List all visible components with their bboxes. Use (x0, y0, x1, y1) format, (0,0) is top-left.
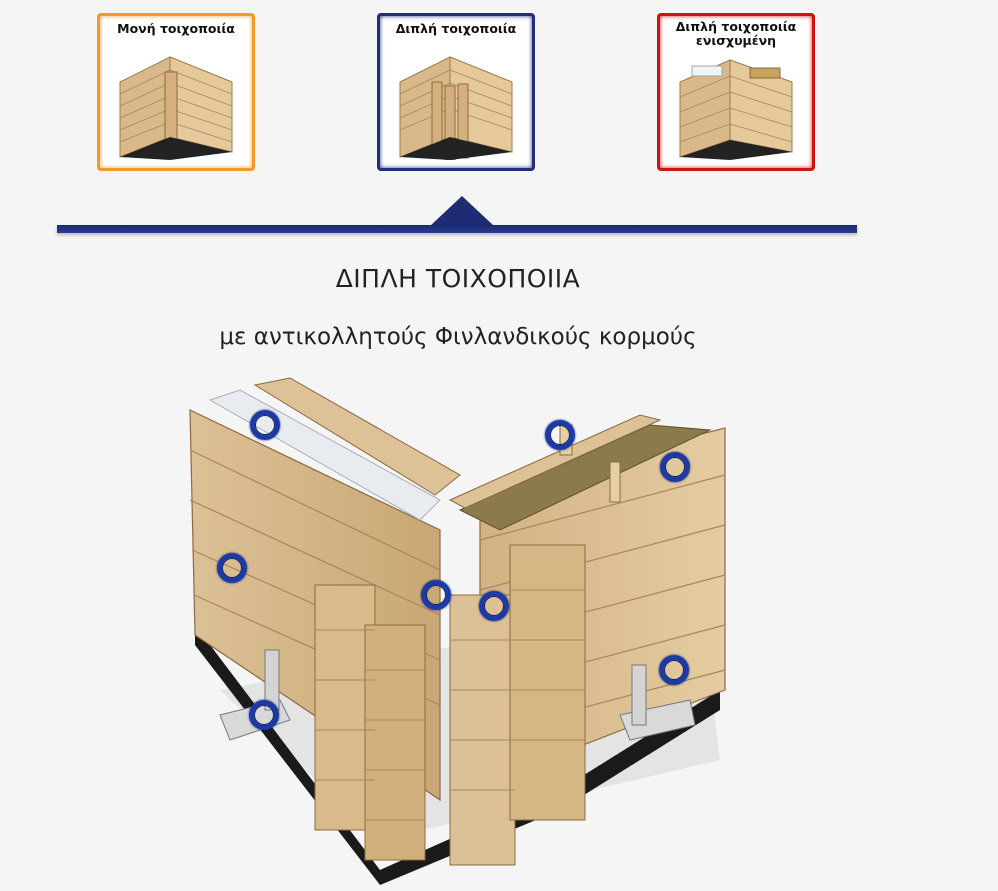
tab-single-wall-label: Μονή τοιχοποιία (117, 21, 235, 36)
double-wall-illustration (189, 377, 726, 885)
reinforced-wall-thumbnail (679, 59, 793, 160)
active-tab-pointer (430, 196, 494, 226)
page-title: ΔΙΠΛΗ ΤΟΙΧΟΠΟΙΙΑ (335, 264, 581, 293)
hotspot-log-profile[interactable] (217, 553, 247, 583)
hotspot-fill-material[interactable] (660, 452, 690, 482)
tab-reinforced-label-line1: Διπλή τοιχοποιία (675, 19, 797, 34)
hotspot-insulation[interactable] (250, 410, 280, 440)
single-wall-thumbnail (119, 56, 233, 160)
tab-reinforced-label-line2: ενισχυμένη (695, 33, 777, 48)
double-wall-thumbnail (399, 56, 513, 160)
tab-single-wall[interactable]: Μονή τοιχοποιία (97, 13, 255, 171)
hotspot-dowel[interactable] (545, 420, 575, 450)
hotspot-anchor-bolt[interactable] (479, 591, 509, 621)
hotspot-base-bracket-right[interactable] (659, 655, 689, 685)
tab-double-wall-reinforced[interactable]: Διπλή τοιχοποιία ενισχυμένη (657, 13, 815, 171)
tab-double-wall-label: Διπλή τοιχοποιία (395, 21, 517, 36)
hotspot-corner-joint[interactable] (421, 580, 451, 610)
tab-double-wall[interactable]: Διπλή τοιχοποιία (377, 13, 535, 171)
hotspot-base-bracket-left[interactable] (249, 700, 279, 730)
page-subtitle: με αντικολλητούς Φινλανδικούς κορμούς (219, 324, 697, 350)
section-divider (57, 225, 857, 233)
